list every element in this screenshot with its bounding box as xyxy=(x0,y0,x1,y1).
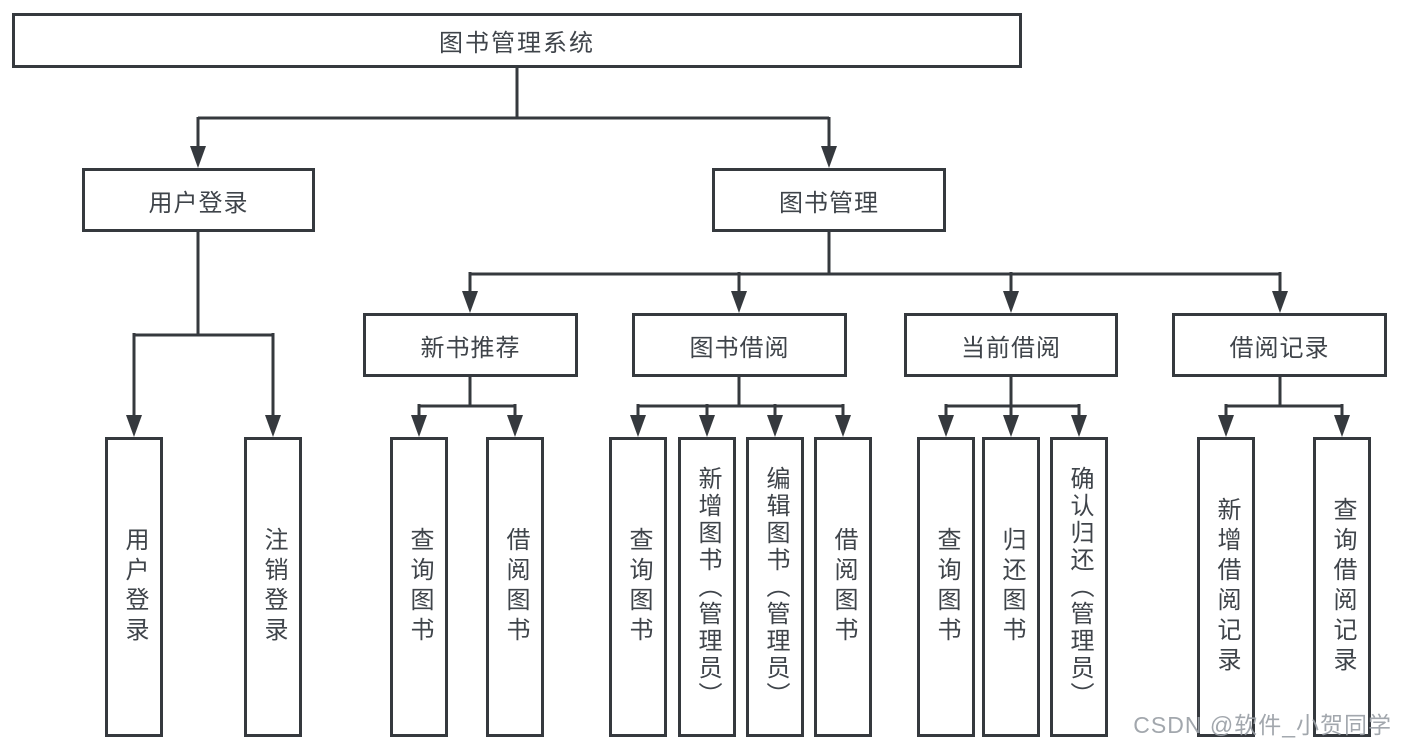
node-label: 当前借阅 xyxy=(961,334,1061,362)
leaf-add-borrow-record: 新增借阅记录 xyxy=(1197,437,1255,737)
node-label: 查询借阅记录 xyxy=(1329,497,1356,677)
node-label: 编辑图书（管理员） xyxy=(762,465,789,709)
node-label: 确认归还（管理员） xyxy=(1066,465,1093,709)
node-label: 注销登录 xyxy=(260,527,287,647)
leaf-borrow-books-2: 借阅图书 xyxy=(814,437,872,737)
node-new-book-recommend: 新书推荐 xyxy=(363,313,578,377)
node-label: 查询图书 xyxy=(625,527,652,647)
node-label: 新增借阅记录 xyxy=(1213,497,1240,677)
node-label: 借阅图书 xyxy=(502,527,529,647)
leaf-query-books-1: 查询图书 xyxy=(390,437,448,737)
leaf-query-books-3: 查询图书 xyxy=(917,437,975,737)
node-label: 图书管理 xyxy=(779,189,879,217)
node-label: 图书管理系统 xyxy=(439,30,595,57)
leaf-confirm-return-admin: 确认归还（管理员） xyxy=(1050,437,1108,737)
node-user-login: 用户登录 xyxy=(82,168,315,232)
node-borrowing-records: 借阅记录 xyxy=(1172,313,1387,377)
node-label: 借阅记录 xyxy=(1229,334,1330,362)
node-label: 图书借阅 xyxy=(689,334,790,362)
node-label: 新增图书（管理员） xyxy=(694,465,721,709)
leaf-logout: 注销登录 xyxy=(244,437,302,737)
node-book-management: 图书管理 xyxy=(712,168,946,232)
node-label: 归还图书 xyxy=(998,527,1025,647)
node-label: 用户登录 xyxy=(148,189,249,217)
node-book-borrowing: 图书借阅 xyxy=(632,313,847,377)
csdn-watermark: CSDN @软件_小贺同学 xyxy=(1133,712,1392,738)
leaf-query-books-2: 查询图书 xyxy=(609,437,667,737)
node-label: 借阅图书 xyxy=(830,527,857,647)
node-label: 查询图书 xyxy=(933,527,960,647)
leaf-query-borrow-record: 查询借阅记录 xyxy=(1313,437,1371,737)
leaf-user-login: 用户登录 xyxy=(105,437,163,737)
leaf-return-book: 归还图书 xyxy=(982,437,1040,737)
node-library-management-system: 图书管理系统 xyxy=(12,13,1022,68)
leaf-add-book-admin: 新增图书（管理员） xyxy=(678,437,736,737)
leaf-edit-book-admin: 编辑图书（管理员） xyxy=(746,437,804,737)
node-label: 用户登录 xyxy=(121,527,148,647)
node-label: 查询图书 xyxy=(406,527,433,647)
leaf-borrow-books-1: 借阅图书 xyxy=(486,437,544,737)
node-label: 新书推荐 xyxy=(420,334,521,362)
node-current-borrowing: 当前借阅 xyxy=(904,313,1118,377)
